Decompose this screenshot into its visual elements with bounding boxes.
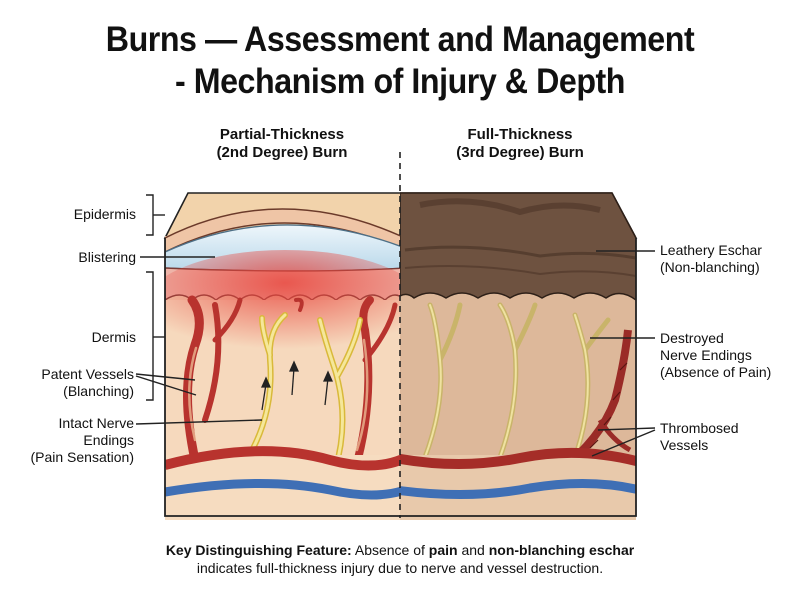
- deep-vein-right: [400, 478, 636, 500]
- thrombosed-vessel-2: [597, 418, 632, 453]
- patent-vessel-1: [183, 295, 204, 465]
- intact-nerve-label-line-1: Intact Nerve: [58, 415, 134, 431]
- eschar-label-line-1: Leathery Eschar: [660, 242, 762, 258]
- destroyed-nerve-4: [512, 302, 538, 353]
- footer-bold-pain: pain: [428, 542, 458, 558]
- patent-vessel-5: [362, 302, 398, 363]
- thrombosed-label-line-2: Vessels: [660, 437, 709, 453]
- patent-vessels-label-line-2: (Blanching): [63, 383, 134, 399]
- intact-nerve-label: Intact Nerve Endings (Pain Sensation): [30, 415, 134, 466]
- patent-vessels-label: Patent Vessels (Blanching): [41, 366, 134, 400]
- epidermis-left: [165, 208, 400, 253]
- patent-vessels-label-line-1: Patent Vessels: [41, 366, 134, 382]
- destroyed-nerve-2: [437, 302, 463, 363]
- full-thickness-heading-line-2: (3rd Degree) Burn: [456, 144, 584, 161]
- partial-thickness-block: [165, 208, 400, 520]
- deep-artery-right: [400, 447, 636, 469]
- destroyed-nerve-label-line-2: Nerve Endings: [660, 347, 752, 363]
- patent-vessel-6: [294, 297, 304, 312]
- deep-artery-left: [165, 446, 400, 471]
- destroyed-nerve-6: [582, 317, 611, 353]
- key-feature-line-2: indicates full-thickness injury due to n…: [196, 560, 604, 576]
- partial-thickness-heading-line-2: (2nd Degree) Burn: [216, 144, 348, 161]
- full-thickness-block: [400, 192, 636, 520]
- patent-vessels-leader-2: [135, 375, 197, 396]
- epidermis-bracket: [146, 194, 154, 236]
- partial-thickness-heading-line-1: Partial-Thickness: [219, 126, 345, 143]
- key-feature-label: Key Distinguishing Feature:: [165, 542, 352, 558]
- footer-text-1: Absence of: [351, 542, 429, 558]
- thrombosed-leader-2: [591, 429, 656, 457]
- footer-text-2: and: [457, 542, 489, 558]
- destroyed-nerve-label-line-3: (Absence of Pain): [660, 364, 772, 380]
- destroyed-nerve-label: Destroyed Nerve Endings (Absence of Pain…: [660, 330, 771, 381]
- patent-vessel-2: [202, 302, 222, 423]
- dermis-bracket: [146, 271, 154, 401]
- leathery-eschar: [400, 192, 636, 301]
- intact-nerve-leader: [135, 419, 263, 425]
- patent-vessel-4: [351, 296, 374, 474]
- page-title-line-1: Burns — Assessment and Management: [105, 20, 695, 59]
- dermis-label: Dermis: [91, 329, 136, 345]
- thrombosed-leader-1: [597, 427, 656, 431]
- intact-nerve-label-line-3: (Pain Sensation): [30, 449, 134, 465]
- eschar-label-line-2: (Non-blanching): [660, 259, 760, 275]
- intact-nerve-label-line-2: Endings: [83, 432, 134, 448]
- patent-vessels-leader-1: [135, 373, 196, 381]
- key-feature-line-1: Key Distinguishing Feature: Absence of p…: [0, 541, 800, 559]
- eschar-label: Leathery Eschar (Non-blanching): [660, 242, 762, 276]
- full-thickness-heading-line-1: Full-Thickness: [467, 126, 573, 143]
- thrombosed-label-line-1: Thrombosed: [660, 420, 739, 436]
- blistering-label: Blistering: [78, 249, 136, 265]
- epidermis-label: Epidermis: [73, 206, 136, 222]
- deep-vein-left: [165, 478, 400, 500]
- thrombosed-label: Thrombosed Vessels: [660, 420, 739, 454]
- page-title-line-2: - Mechanism of Injury & Depth: [174, 62, 626, 101]
- destroyed-nerve-label-line-1: Destroyed: [660, 330, 724, 346]
- footer-bold-eschar: non-blanching eschar: [488, 542, 635, 558]
- full-thickness-heading: Full-Thickness (3rd Degree) Burn: [400, 126, 640, 162]
- patent-vessel-3: [212, 297, 243, 343]
- partial-thickness-heading: Partial-Thickness (2nd Degree) Burn: [162, 126, 402, 162]
